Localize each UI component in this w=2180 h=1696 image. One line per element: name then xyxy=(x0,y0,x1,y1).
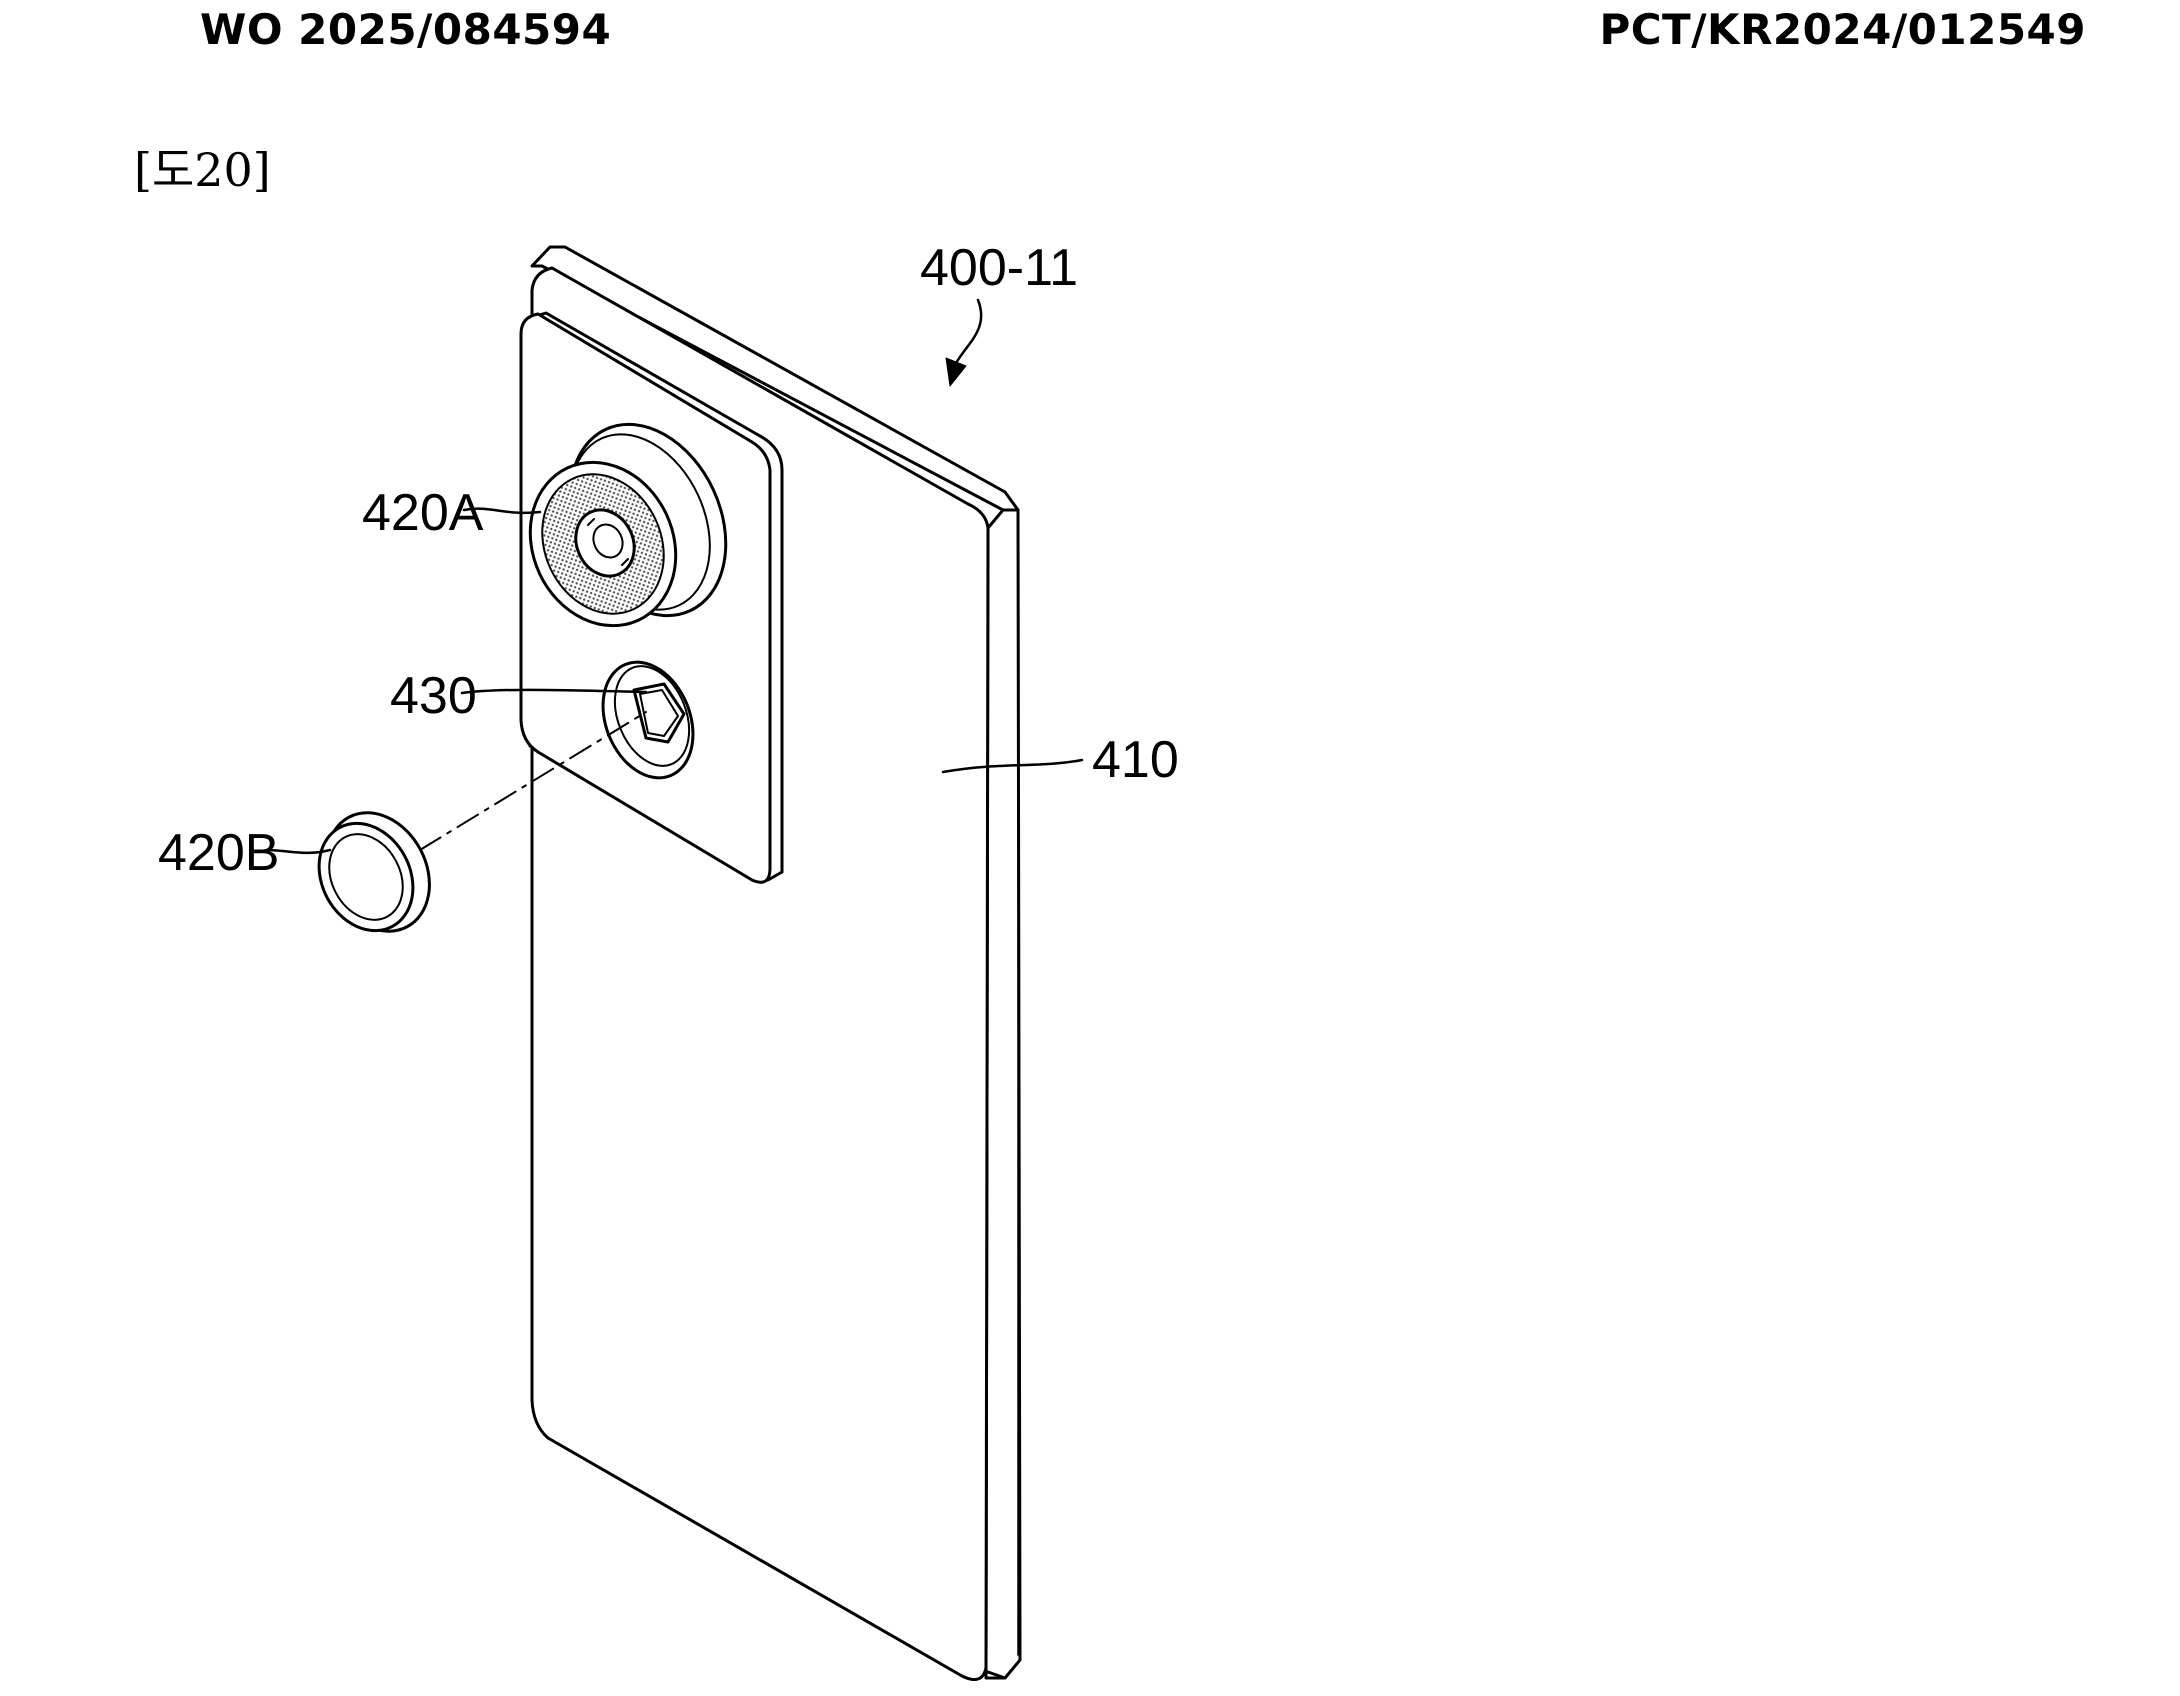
ref-400-11: 400-11 xyxy=(920,239,1078,297)
figure-label: [도20] xyxy=(134,143,271,197)
lens-420a xyxy=(528,422,728,628)
ring-420b xyxy=(317,811,431,933)
leader-420b xyxy=(256,848,332,855)
sensor-430 xyxy=(601,660,695,780)
ref-410: 410 xyxy=(1092,731,1179,789)
ref-420a: 420A xyxy=(362,484,484,542)
publication-number: WO 2025/084594 xyxy=(200,5,612,54)
leader-430 xyxy=(460,688,648,695)
alignment-line xyxy=(419,711,647,851)
arrowhead-400-11 xyxy=(945,357,967,387)
application-number: PCT/KR2024/012549 xyxy=(1599,5,2086,54)
leader-400-11 xyxy=(953,298,983,367)
ref-430: 430 xyxy=(390,667,477,725)
leader-410 xyxy=(941,758,1084,774)
ref-420b: 420B xyxy=(158,824,279,882)
leader-420a xyxy=(462,507,542,515)
